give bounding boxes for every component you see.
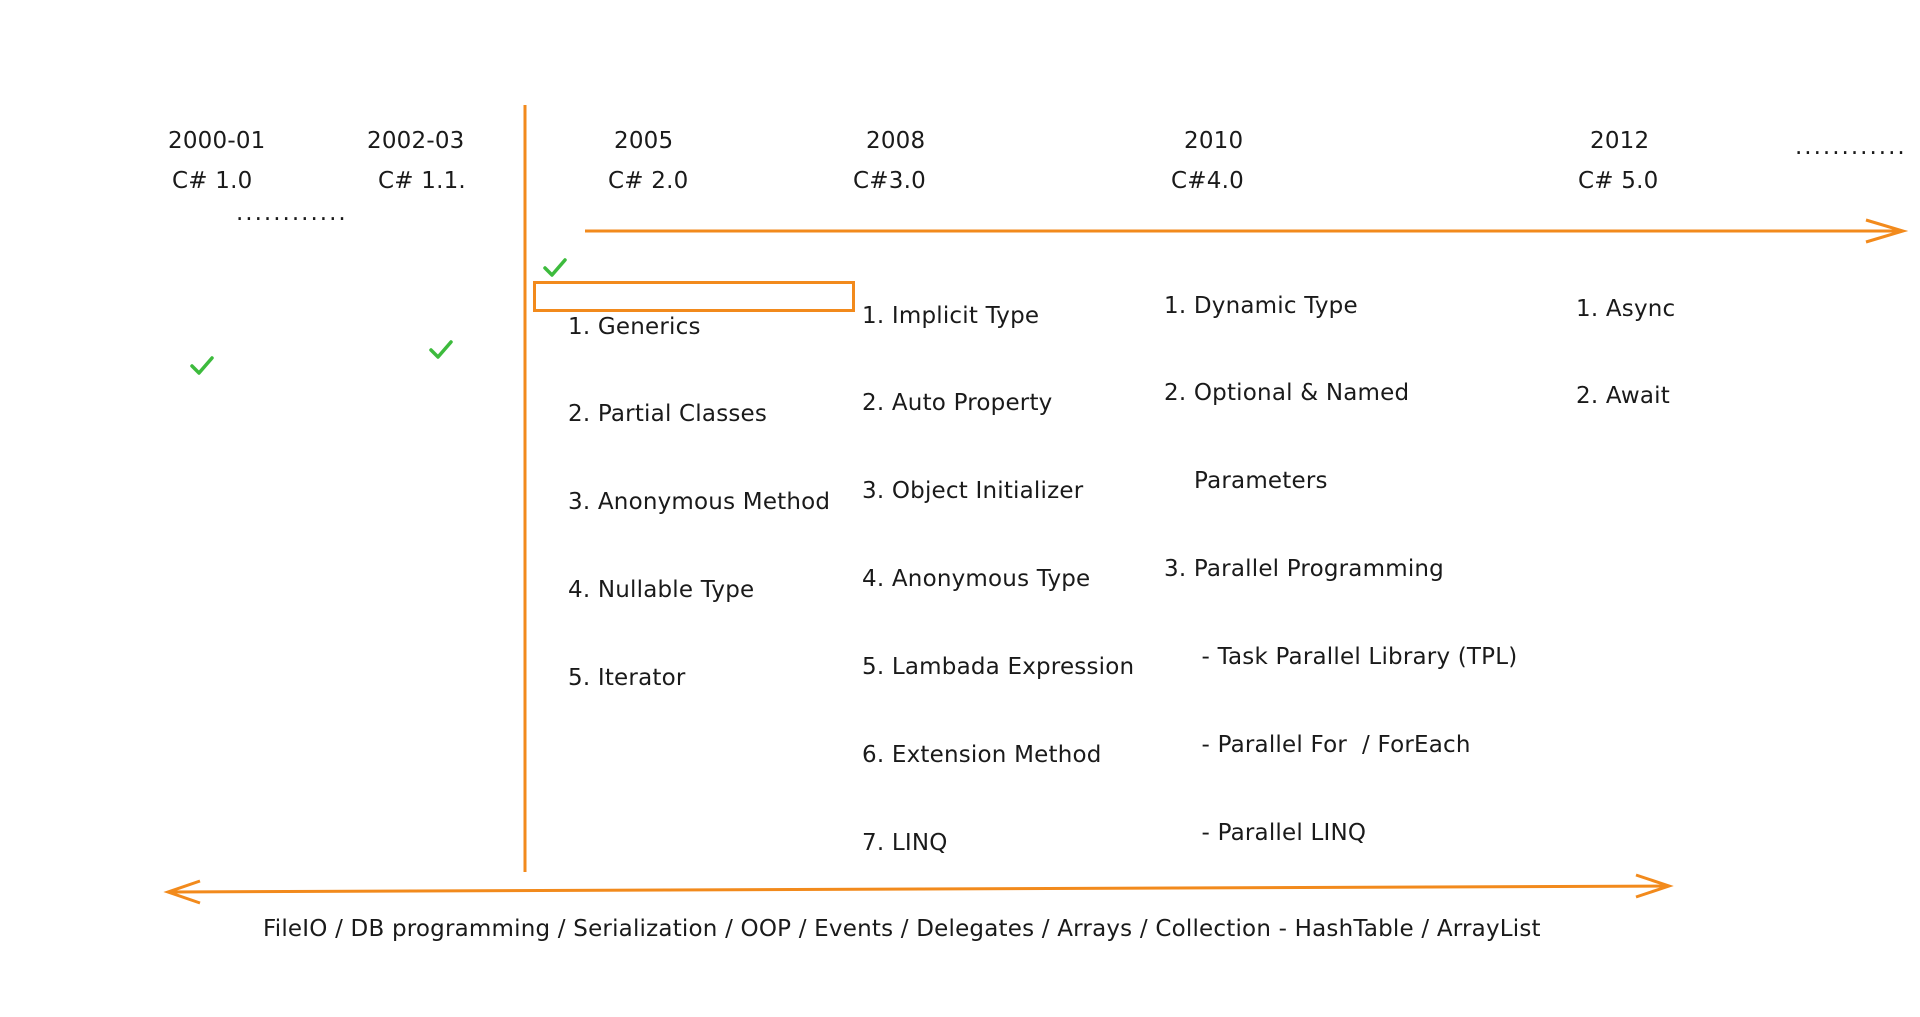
cs4-feature-list: 1. Dynamic Type 2. Optional & Named Para…: [1164, 233, 1517, 907]
foundation-arrow-left-head: [163, 879, 201, 905]
version-year-5: 2010: [1184, 128, 1244, 154]
check-icon: [429, 340, 453, 359]
timeline-arrow-head: [1865, 218, 1909, 244]
list-item: - Parallel For / ForEach: [1164, 732, 1471, 759]
version-name-6: C# 5.0: [1578, 168, 1659, 194]
list-item: 2. Optional & Named: [1164, 380, 1410, 407]
ellipsis-late: ............: [1795, 134, 1907, 160]
version-name-5: C#4.0: [1171, 168, 1244, 194]
highlight-box: [533, 281, 855, 312]
list-item: - Parallel LINQ: [1164, 819, 1367, 846]
ellipsis-early: ............: [236, 200, 348, 226]
list-item: 1. Implicit Type: [862, 302, 1040, 329]
version-year-4: 2008: [866, 128, 926, 154]
foundation-arrow-right-head: [1635, 873, 1674, 899]
list-item: 2. Auto Property: [862, 390, 1053, 417]
list-item: 3. Object Initializer: [862, 478, 1084, 505]
cs3-feature-list: 1. Implicit Type 2. Auto Property 3. Obj…: [862, 243, 1134, 917]
list-item: 2. Partial Classes: [568, 401, 768, 428]
foundation-text: FileIO / DB programming / Serialization …: [263, 916, 1541, 942]
version-year-3: 2005: [614, 128, 674, 154]
version-name-3: C# 2.0: [608, 168, 689, 194]
list-item: 7. LINQ: [862, 829, 948, 856]
version-year-6: 2012: [1590, 128, 1650, 154]
list-item: 1. Dynamic Type: [1164, 292, 1358, 319]
list-item: 4. Nullable Type: [568, 577, 755, 604]
list-item: 1. Generics: [568, 313, 701, 340]
check-icon: [190, 356, 214, 375]
version-year-2: 2002-03: [367, 128, 465, 154]
list-item: 6. Extension Method: [862, 742, 1102, 769]
list-item: 3. Anonymous Method: [568, 489, 831, 516]
check-icon: [543, 258, 567, 277]
list-item: 5. Lambada Expression: [862, 654, 1135, 681]
cs2-feature-list: 1. Generics 2. Partial Classes 3. Anonym…: [568, 254, 830, 752]
list-item: 4. Anonymous Type: [862, 566, 1091, 593]
list-item: 5. Iterator: [568, 665, 686, 692]
version-name-4: C#3.0: [853, 168, 926, 194]
list-item: 3. Parallel Programming: [1164, 556, 1444, 583]
cs5-feature-list: 1. Async 2. Await: [1576, 236, 1675, 470]
version-name-2: C# 1.1.: [378, 168, 466, 194]
list-item: 1. Async: [1576, 295, 1676, 322]
list-item: 2. Await: [1576, 383, 1670, 410]
list-item: - Task Parallel Library (TPL): [1164, 644, 1518, 671]
list-item: Parameters: [1164, 468, 1328, 495]
foundation-arrow-line: [169, 884, 1669, 894]
version-name-1: C# 1.0: [172, 168, 253, 194]
version-year-1: 2000-01: [168, 128, 266, 154]
